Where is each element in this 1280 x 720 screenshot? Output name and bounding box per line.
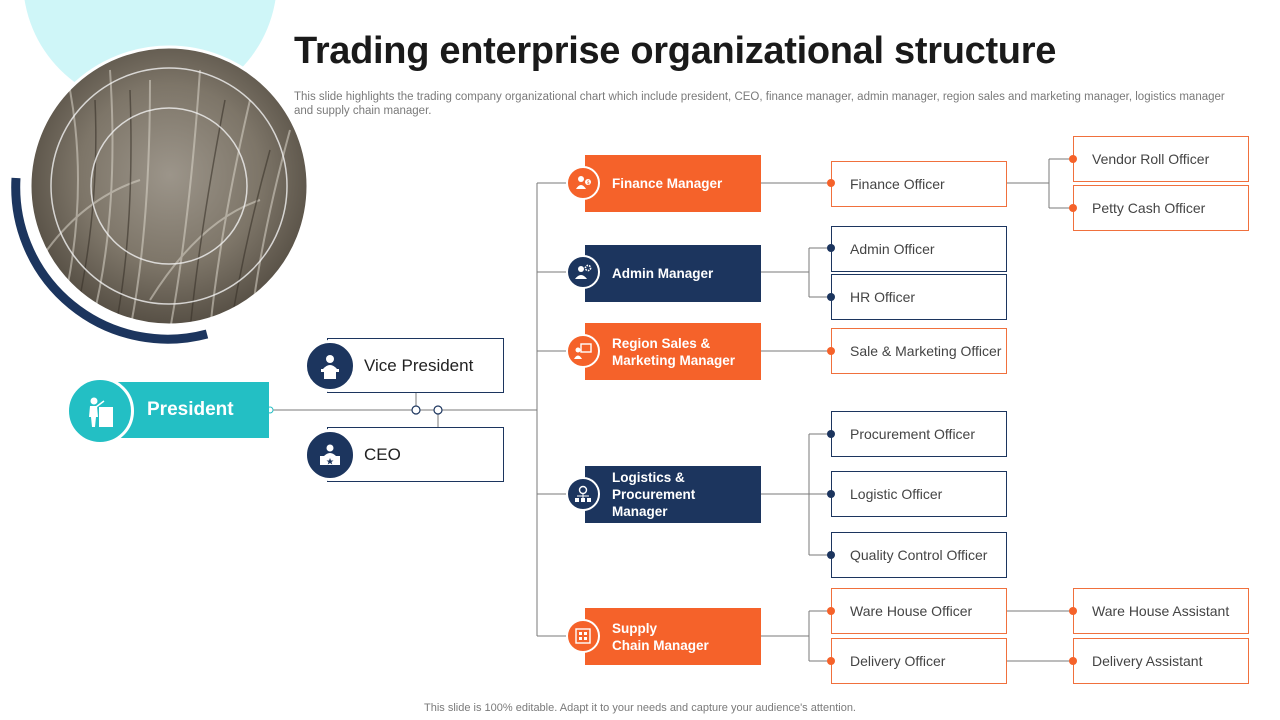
connector-dot bbox=[1069, 204, 1077, 212]
officer-label: Sale & Marketing Officer bbox=[850, 343, 1002, 359]
officer-label: HR Officer bbox=[850, 289, 916, 305]
connector-dot bbox=[827, 293, 835, 301]
officer-label: Ware House Officer bbox=[850, 603, 973, 619]
decorative-background bbox=[11, 0, 310, 344]
officer-label: Admin Officer bbox=[850, 241, 935, 257]
page-title: Trading enterprise organizational struct… bbox=[294, 30, 1057, 72]
connector-dot bbox=[1069, 607, 1077, 615]
presenter-icon bbox=[66, 377, 134, 445]
petty-cash-officer-box: Petty Cash Officer bbox=[1073, 185, 1249, 231]
manager-label-line: Logistics & bbox=[612, 470, 685, 485]
manager-label-line: Manager bbox=[612, 504, 668, 519]
sub-officer-label: Delivery Assistant bbox=[1092, 653, 1203, 669]
page-subtitle: This slide highlights the trading compan… bbox=[294, 91, 1225, 117]
procurement-officer-box: Procurement Officer bbox=[831, 411, 1007, 457]
officer-label: Logistic Officer bbox=[850, 486, 943, 502]
svg-text:$: $ bbox=[587, 180, 590, 186]
manager-label-line: Supply bbox=[612, 620, 658, 636]
sales-presentation-icon bbox=[566, 334, 600, 368]
warehouse-officer-box: Ware House Officer bbox=[831, 588, 1007, 634]
finance-officer-box: Finance Officer bbox=[831, 161, 1007, 207]
connector-dot bbox=[827, 347, 835, 355]
executive-desk-icon bbox=[304, 429, 356, 481]
sub-officer-label: Ware House Assistant bbox=[1092, 603, 1230, 619]
manager-label-line: Admin Manager bbox=[612, 266, 714, 281]
region-sales-marketing-manager-box: Region Sales & Marketing Manager bbox=[585, 323, 761, 380]
vice-president-label: Vice President bbox=[364, 355, 474, 375]
hr-officer-box: HR Officer bbox=[831, 274, 1007, 320]
connector-dot bbox=[1069, 657, 1077, 665]
connector-dot bbox=[1069, 155, 1077, 163]
manager-label-line: Region Sales & bbox=[612, 335, 711, 351]
connector-dot bbox=[827, 490, 835, 498]
wheat-photo bbox=[30, 47, 308, 325]
connector-dot bbox=[827, 244, 835, 252]
warehouse-assistant-box: Ware House Assistant bbox=[1073, 588, 1249, 634]
officer-label: Quality Control Officer bbox=[850, 547, 988, 563]
navy-arc bbox=[11, 177, 209, 344]
logistics-network-icon bbox=[566, 477, 600, 511]
connector-dot bbox=[827, 430, 835, 438]
delivery-officer-box: Delivery Officer bbox=[831, 638, 1007, 684]
connector-dot bbox=[827, 551, 835, 559]
sale-marketing-officer-box: Sale & Marketing Officer bbox=[831, 328, 1007, 374]
delivery-assistant-box: Delivery Assistant bbox=[1073, 638, 1249, 684]
officer-label: Procurement Officer bbox=[850, 426, 976, 442]
supply-chain-manager-box: Supply Chain Manager bbox=[585, 608, 761, 665]
manager-label-line: Procurement bbox=[612, 487, 696, 502]
quality-control-officer-box: Quality Control Officer bbox=[831, 532, 1007, 578]
logistic-officer-box: Logistic Officer bbox=[831, 471, 1007, 517]
officer-label: Finance Officer bbox=[850, 176, 945, 192]
admin-user-gear-icon bbox=[566, 255, 600, 289]
vendor-roll-officer-box: Vendor Roll Officer bbox=[1073, 136, 1249, 182]
ceo-label: CEO bbox=[364, 444, 401, 464]
sub-officer-label: Petty Cash Officer bbox=[1092, 200, 1206, 216]
supply-chain-icon bbox=[566, 619, 600, 653]
logistics-procurement-manager-box: Logistics & Procurement Manager bbox=[585, 466, 761, 523]
connector-dot bbox=[827, 179, 835, 187]
sub-officer-label: Vendor Roll Officer bbox=[1092, 151, 1210, 167]
speaker-podium-icon bbox=[304, 340, 356, 392]
president-label: President bbox=[147, 399, 234, 420]
officer-label: Delivery Officer bbox=[850, 653, 946, 669]
manager-label-line: Chain Manager bbox=[612, 637, 709, 653]
manager-label-line: Finance Manager bbox=[612, 176, 723, 191]
finance-users-icon: $ bbox=[566, 166, 600, 200]
ceo-box: CEO bbox=[327, 427, 504, 482]
finance-manager-box: Finance Manager bbox=[585, 155, 761, 212]
connector-dot bbox=[827, 657, 835, 665]
admin-manager-box: Admin Manager bbox=[585, 245, 761, 302]
footer-note: This slide is 100% editable. Adapt it to… bbox=[424, 702, 856, 714]
connector-dot bbox=[827, 607, 835, 615]
admin-officer-box: Admin Officer bbox=[831, 226, 1007, 272]
manager-label-line: Marketing Manager bbox=[612, 352, 736, 368]
vice-president-box: Vice President bbox=[327, 338, 504, 393]
